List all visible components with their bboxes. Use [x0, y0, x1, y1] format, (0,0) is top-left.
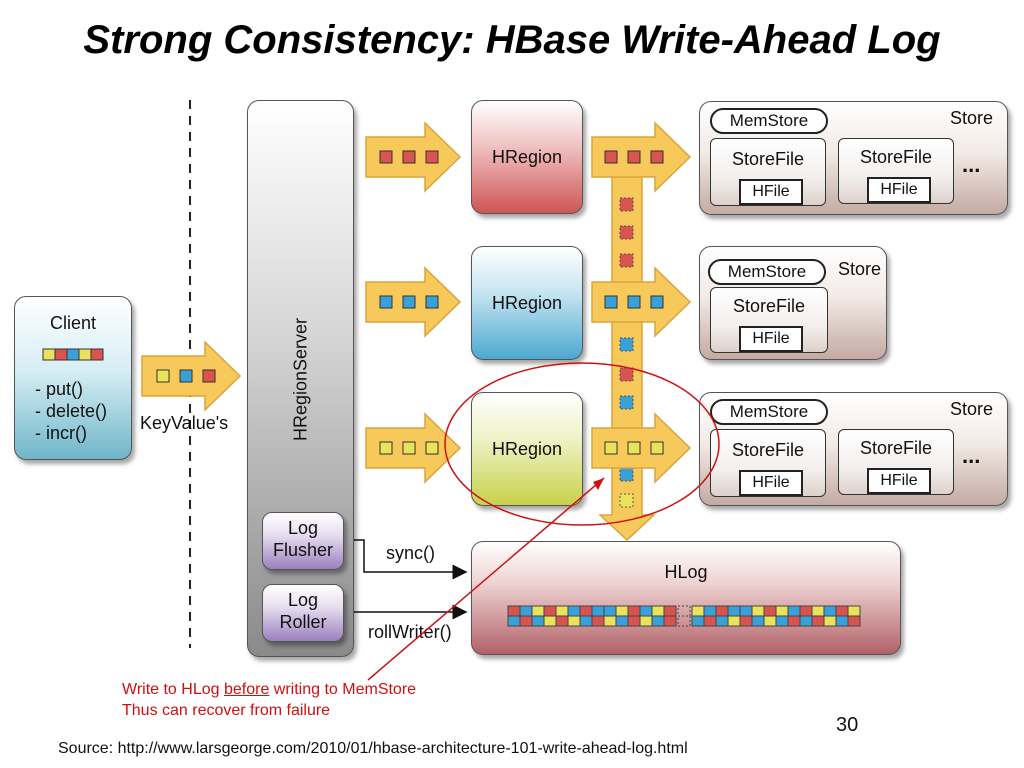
server-to-region-arrow-2 [365, 266, 462, 338]
hfile-label: HFile [867, 177, 931, 203]
storefile-label: StoreFile [731, 440, 805, 460]
store-1-storefile-1: StoreFile HFile [710, 138, 826, 206]
store-2: MemStore Store StoreFile HFile [699, 246, 887, 360]
log-flusher-label-1: Log [287, 518, 319, 538]
hfile-label: HFile [867, 468, 931, 494]
hregion-3-label: HRegion [491, 439, 563, 459]
store-2-memstore: MemStore [708, 259, 826, 285]
sync-label: sync() [386, 543, 435, 563]
store-3-label: Store [950, 399, 994, 419]
client-box: Client - put() - delete() - incr() [14, 296, 132, 460]
annotation-line-2: Thus can recover from failure [122, 702, 331, 719]
store-1-storefile-2: StoreFile HFile [838, 138, 954, 204]
store-3: MemStore Store StoreFile HFile StoreFile… [699, 392, 1008, 506]
store-2-label: Store [838, 259, 882, 279]
hfile-label: HFile [739, 470, 803, 496]
keyvalues-label: KeyValue's [140, 413, 229, 433]
hlog-entries-strip [507, 605, 861, 627]
annotation-pointer [367, 477, 605, 681]
region-to-store-arrow-1 [591, 121, 692, 193]
annotation-emphasis: before [223, 681, 270, 698]
highlight-ellipse [444, 362, 720, 526]
store-2-storefile-1: StoreFile HFile [710, 287, 828, 353]
hregion-1-label: HRegion [491, 147, 563, 167]
hlog-label: HLog [664, 562, 708, 582]
hfile-label: HFile [739, 179, 803, 205]
hfile-label: HFile [739, 326, 803, 352]
slide-title: Strong Consistency: HBase Write-Ahead Lo… [83, 18, 941, 62]
client-op-incr: - incr() [35, 423, 87, 443]
region-to-store-arrow-2 [591, 266, 692, 338]
server-to-region-arrow-3 [365, 412, 462, 484]
client-to-server-arrow [141, 340, 242, 412]
storefile-label: StoreFile [859, 147, 933, 167]
storefile-label: StoreFile [731, 149, 805, 169]
store-1-ellipsis: ... [962, 152, 981, 177]
log-flusher-label-2: Flusher [272, 540, 334, 560]
store-1-memstore: MemStore [710, 108, 828, 134]
log-roller-label-2: Roller [279, 612, 327, 632]
annotation-line-1: Write to HLog before writing to MemStore [122, 681, 417, 698]
client-op-delete: - delete() [35, 401, 108, 421]
store-1-label: Store [950, 108, 994, 128]
log-flusher-box: Log Flusher [262, 512, 344, 570]
hregion-3: HRegion [471, 392, 583, 506]
hregion-2: HRegion [471, 246, 583, 360]
page-number: 30 [836, 714, 859, 736]
store-3-memstore: MemStore [710, 399, 828, 425]
storefile-label: StoreFile [859, 438, 933, 458]
client-keyvalues-icon [42, 348, 104, 361]
hregion-1: HRegion [471, 100, 583, 214]
client-op-put: - put() [35, 379, 84, 399]
server-to-region-arrow-1 [365, 121, 462, 193]
store-1: MemStore Store StoreFile HFile StoreFile… [699, 101, 1008, 215]
store-3-ellipsis: ... [962, 443, 981, 468]
client-label: Client [49, 313, 97, 333]
hlog-box: HLog [471, 541, 901, 655]
hregion-2-label: HRegion [491, 293, 563, 313]
storefile-label: StoreFile [732, 296, 806, 316]
store-3-storefile-1: StoreFile HFile [710, 429, 826, 497]
region-to-store-arrow-3 [591, 412, 692, 484]
log-roller-label-1: Log [287, 590, 319, 610]
source-citation: Source: http://www.larsgeorge.com/2010/0… [58, 740, 688, 757]
store-3-storefile-2: StoreFile HFile [838, 429, 954, 495]
log-roller-box: Log Roller [262, 584, 344, 642]
